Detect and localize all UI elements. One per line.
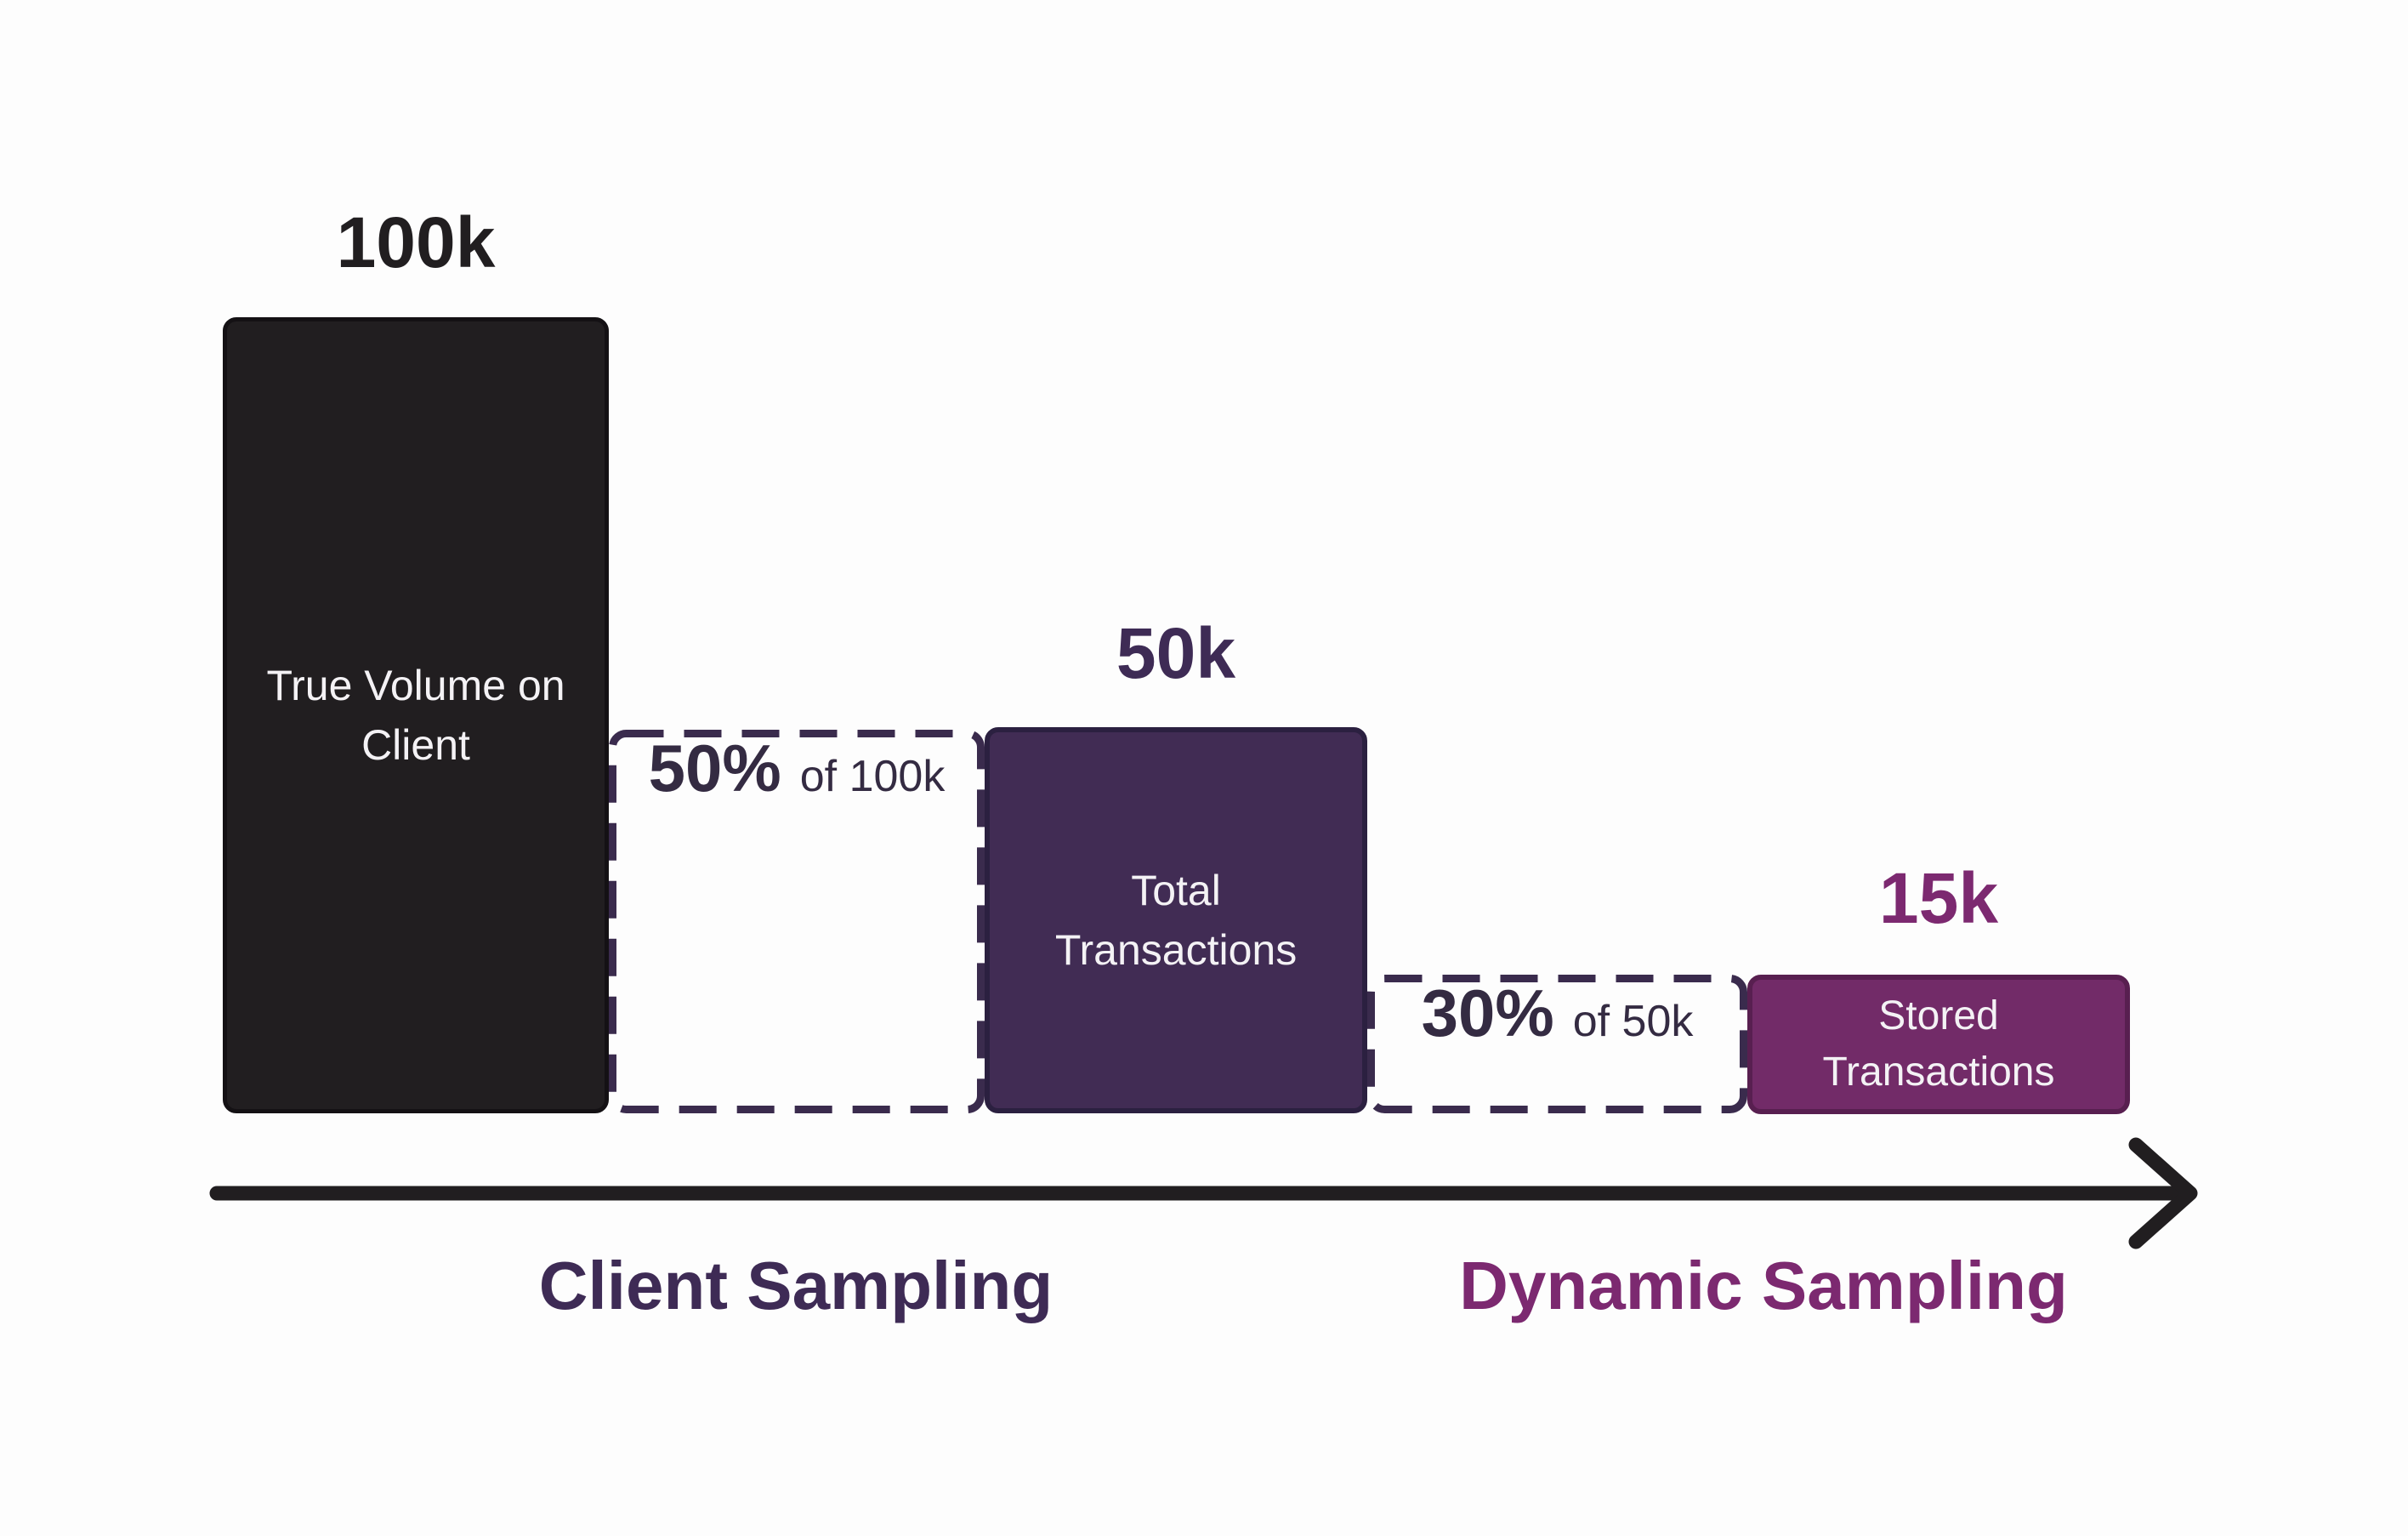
drop-pct-50: 50% (648, 731, 781, 805)
drop-outline-50pct (609, 730, 985, 1113)
drop-annotation-client-sampling: 50% of 100k (609, 730, 985, 1113)
drop-pct-30: 30% (1421, 976, 1554, 1050)
drop-of-50k: of 50k (1572, 997, 1694, 1046)
value-label-50k: 50k (1116, 613, 1236, 693)
value-label-100k: 100k (336, 202, 496, 282)
bar-label-stored-transactions: Stored Transactions (1822, 993, 2055, 1095)
drop-annotation-dynamic-sampling: 30% of 50k (1367, 975, 1747, 1113)
bar-label-total-transactions: Total Transactions (1054, 867, 1298, 974)
bar-stored-transactions: Stored Transactions (1747, 975, 2130, 1114)
value-label-15k: 15k (1878, 858, 1999, 938)
axis-label-dynamic-sampling: Dynamic Sampling (1459, 1248, 2068, 1323)
drop-outline-30pct (1367, 975, 1747, 1113)
bar-label-true-volume: True Volume on Client (266, 662, 565, 769)
drop-of-100k: of 100k (799, 752, 946, 801)
flow-arrow-head-icon (2128, 1137, 2198, 1249)
bar-true-volume-on-client: True Volume on Client (223, 317, 609, 1113)
axis-label-client-sampling: Client Sampling (538, 1248, 1054, 1323)
bar-total-transactions: Total Transactions (985, 727, 1367, 1113)
